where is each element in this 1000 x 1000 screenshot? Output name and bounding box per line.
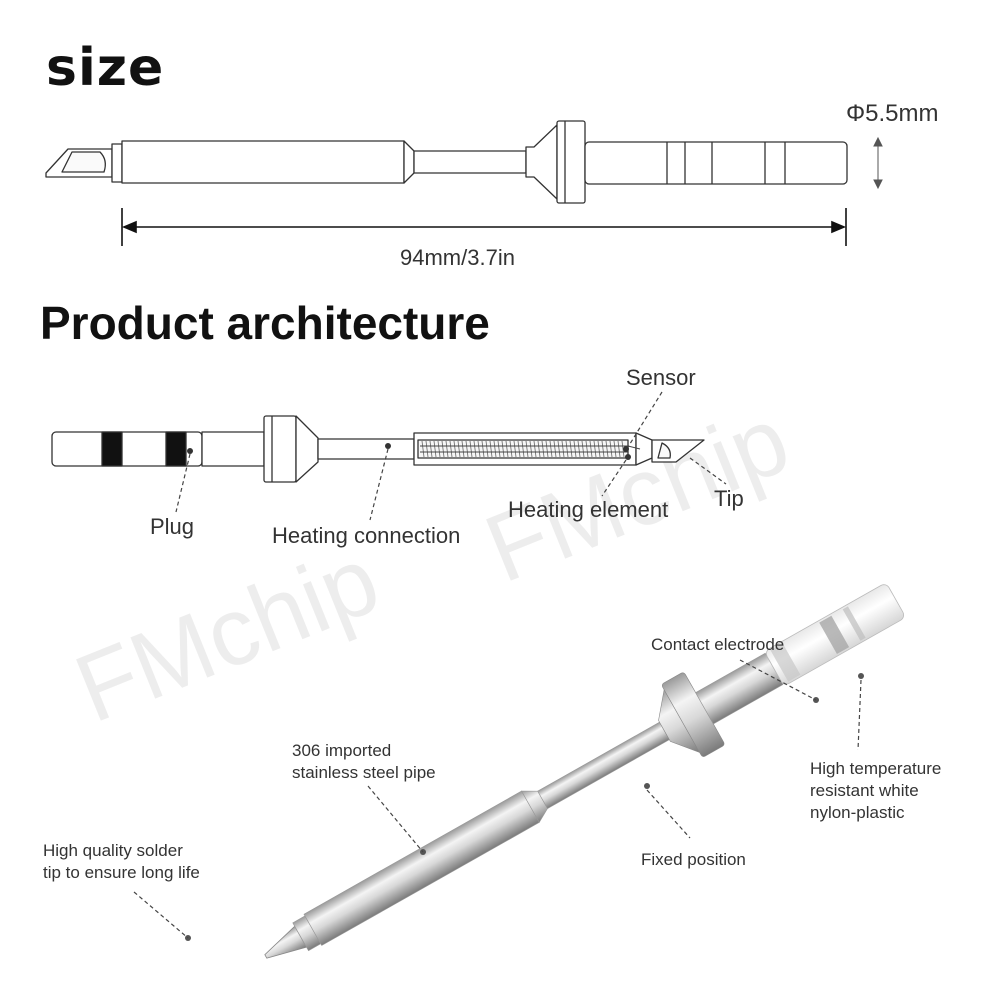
- diameter-label: Φ5.5mm: [846, 100, 939, 127]
- leader-steel-pipe: [367, 785, 424, 853]
- nylon-label-line-1: High temperature: [810, 759, 942, 778]
- solder-tip-label-line-1: High quality solder: [43, 841, 183, 860]
- coil-stroke: [589, 440, 593, 458]
- contact-electrode-label: Contact electrode: [651, 635, 785, 654]
- coil-stroke: [561, 440, 565, 458]
- coil-stroke: [437, 440, 441, 458]
- coil-stroke: [441, 440, 445, 458]
- architecture-heading: Product architecture: [40, 297, 490, 349]
- coil-stroke: [449, 440, 453, 458]
- coil-stroke: [569, 440, 573, 458]
- coil-stroke: [573, 440, 577, 458]
- leader-fixed-position: [646, 789, 691, 839]
- coil-stroke: [553, 440, 557, 458]
- heating-connection-label: Heating connection: [272, 523, 461, 548]
- leader-nylon: [857, 679, 862, 751]
- coil-stroke: [433, 440, 437, 458]
- leader-plug: [175, 453, 191, 513]
- length-label: 94mm/3.7in: [400, 245, 515, 270]
- tip-label: Tip: [714, 486, 744, 511]
- coil-stroke: [465, 440, 469, 458]
- steel-pipe-label: 306 imported stainless steel pipe: [292, 740, 436, 784]
- heating-element-label: Heating element: [508, 497, 669, 522]
- coil-stroke: [429, 440, 433, 458]
- leader-heating-connection: [369, 448, 389, 521]
- coil-stroke: [457, 440, 461, 458]
- photo-rear-sleeve: [695, 652, 784, 725]
- coil-stroke: [565, 440, 569, 458]
- solder-tip-label-line-2: tip to ensure long life: [43, 863, 200, 882]
- size-heading: size: [46, 38, 165, 98]
- solder-tip-label: High quality solder tip to ensure long l…: [43, 840, 200, 884]
- fixed-position-label: Fixed position: [641, 850, 746, 869]
- coil-stroke: [501, 440, 505, 458]
- coil-stroke: [489, 440, 493, 458]
- coil-stroke: [617, 440, 621, 458]
- coil-stroke: [533, 440, 537, 458]
- coil-stroke: [453, 440, 457, 458]
- coil-stroke: [481, 440, 485, 458]
- coil-stroke: [513, 440, 517, 458]
- leader-heating-element: [601, 459, 627, 497]
- coil-stroke: [477, 440, 481, 458]
- coil-stroke: [577, 440, 581, 458]
- coil-stroke: [421, 440, 425, 458]
- coil-stroke: [593, 440, 597, 458]
- arch-heating-coil: [421, 440, 625, 458]
- coil-stroke: [445, 440, 449, 458]
- leader-contact-electrode: [739, 659, 817, 701]
- coil-stroke: [537, 440, 541, 458]
- coil-stroke: [497, 440, 501, 458]
- photo-contact-electrode: [819, 615, 850, 654]
- coil-stroke: [545, 440, 549, 458]
- coil-stroke: [521, 440, 525, 458]
- coil-stroke: [609, 440, 613, 458]
- plug-label: Plug: [150, 514, 195, 539]
- coil-stroke: [557, 440, 561, 458]
- coil-stroke: [509, 440, 513, 458]
- coil-stroke: [517, 440, 521, 458]
- coil-stroke: [529, 440, 533, 458]
- nylon-label-line-2: resistant white: [810, 781, 919, 800]
- coil-stroke: [461, 440, 465, 458]
- coil-stroke: [601, 440, 605, 458]
- coil-stroke: [505, 440, 509, 458]
- coil-stroke: [469, 440, 473, 458]
- leader-solder-tip: [133, 891, 189, 939]
- photo-thin-pipe: [537, 721, 670, 809]
- size-rear-sleeve: [584, 141, 848, 185]
- coil-stroke: [473, 440, 477, 458]
- coil-stroke: [485, 440, 489, 458]
- arch-band-1: [101, 431, 123, 467]
- leader-tip: [689, 457, 727, 485]
- sensor-label: Sensor: [626, 365, 696, 390]
- coil-stroke: [549, 440, 553, 458]
- coil-stroke: [525, 440, 529, 458]
- coil-stroke: [425, 440, 429, 458]
- coil-stroke: [605, 440, 609, 458]
- nylon-label-line-3: nylon-plastic: [810, 803, 905, 822]
- arch-band-2: [165, 431, 187, 467]
- coil-stroke: [585, 440, 589, 458]
- steel-pipe-label-line-1: 306 imported: [292, 741, 392, 760]
- coil-stroke: [613, 440, 617, 458]
- steel-pipe-label-line-2: stainless steel pipe: [292, 763, 436, 782]
- coil-stroke: [493, 440, 497, 458]
- coil-stroke: [541, 440, 545, 458]
- coil-stroke: [597, 440, 601, 458]
- leader-sensor: [627, 391, 663, 448]
- coil-stroke: [581, 440, 585, 458]
- nylon-label: High temperature resistant white nylon-p…: [810, 758, 941, 824]
